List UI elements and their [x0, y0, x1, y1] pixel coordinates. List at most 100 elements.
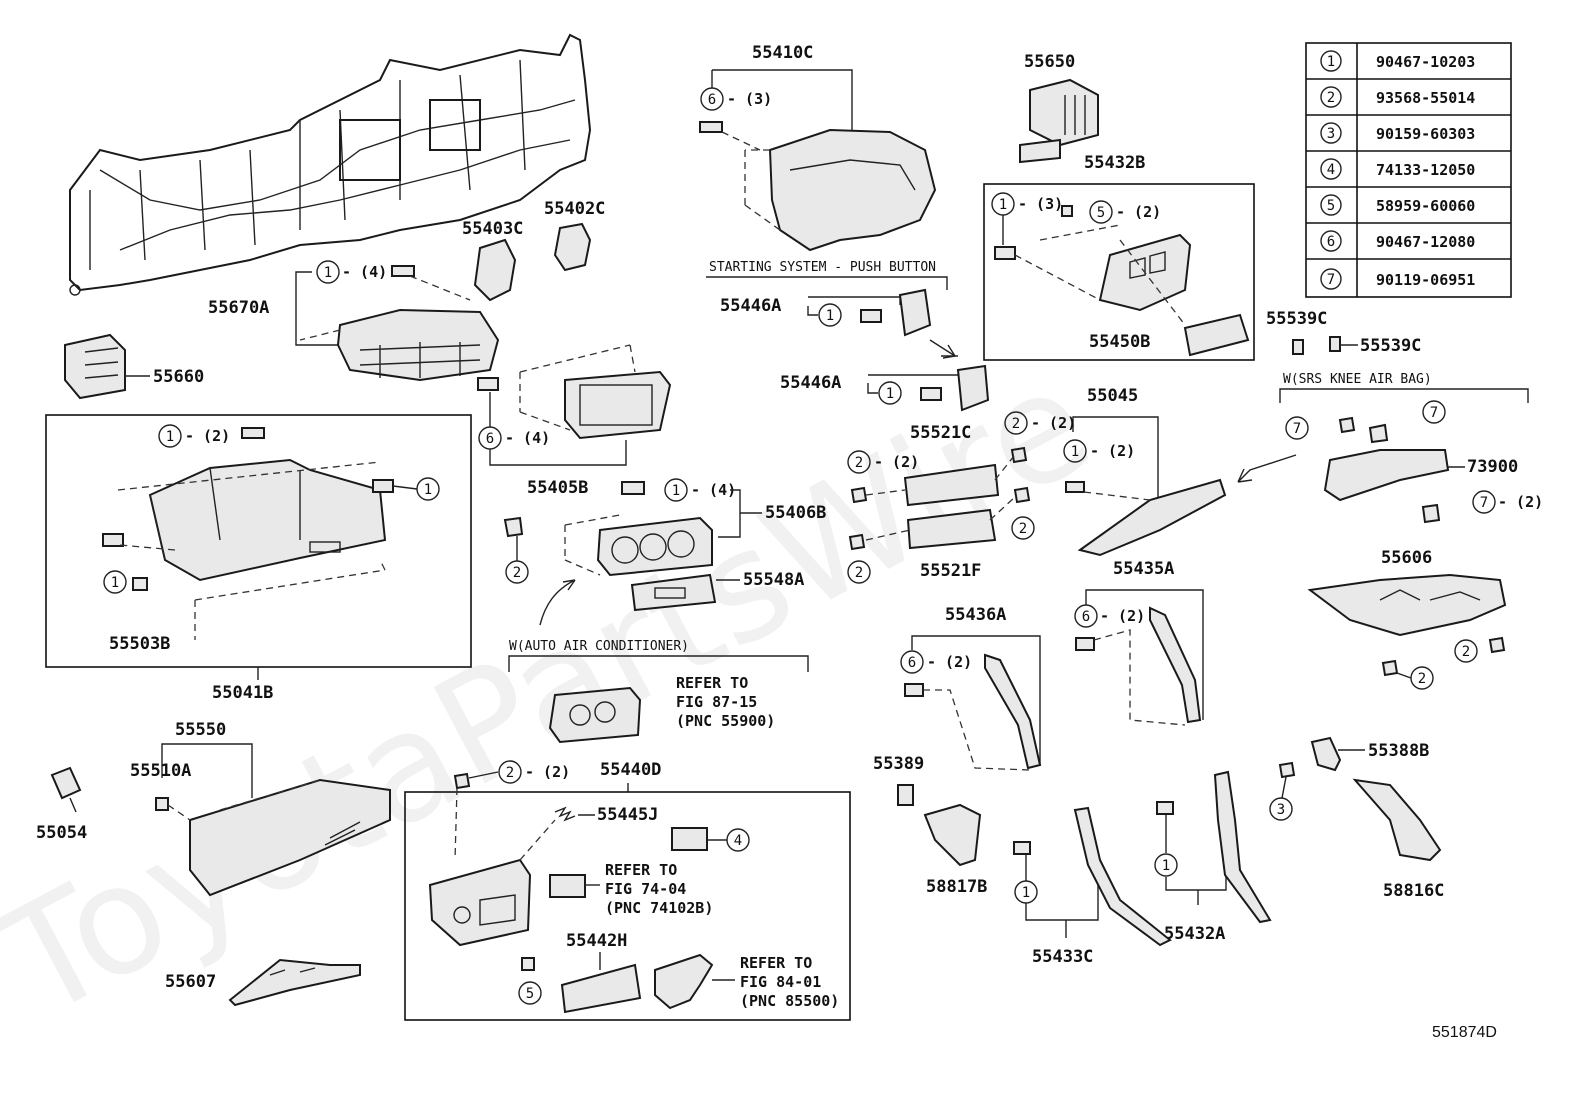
table-row: 1 90467-10203 [1320, 50, 1475, 72]
label-55405B: 55405B [527, 478, 588, 498]
part-55539C-group: 55539C 55539C [1266, 309, 1421, 356]
part-55660-group: 55660 [64, 333, 204, 400]
refer-line-2: FIG 84-01 [740, 973, 821, 991]
label-73900: 73900 [1467, 457, 1518, 477]
callout-1: 1 [886, 386, 894, 402]
refer-line-2: FIG 87-15 [676, 693, 757, 711]
refer-line-3: (PNC 74102B) [605, 899, 713, 917]
callout-1: 1 [111, 575, 119, 591]
callout-1: 1 [672, 483, 680, 499]
label-55402C: 55402C [544, 199, 605, 219]
qty-note: - (2) [874, 453, 919, 471]
label-55450B: 55450B [1089, 332, 1150, 352]
table-ref: 6 [1327, 234, 1335, 250]
qty-note: - (2) [1031, 414, 1076, 432]
label-55389: 55389 [873, 754, 924, 774]
part-55440D-group: 55440D 2 - (2) 55445J 4 REFER TO FIG 74-… [404, 760, 851, 1021]
label-55660: 55660 [153, 367, 204, 387]
label-55435A: 55435A [1113, 559, 1174, 579]
part-58817B-group: 55389 58817B [873, 754, 987, 897]
part-55607-group: 55607 [165, 958, 361, 1007]
part-55406B-group: 1 - (4) 55406B 55548A [539, 478, 826, 626]
table-part-number: 74133-12050 [1376, 161, 1475, 179]
label-55650: 55650 [1024, 52, 1075, 72]
part-55446A-top-group: 55446A 1 [720, 288, 958, 359]
qty-note: - (4) [342, 263, 387, 281]
part-55670A-group: 55670A 1 - (4) [208, 260, 500, 382]
refer-line-3: (PNC 85500) [740, 992, 839, 1010]
label-55436A: 55436A [945, 605, 1006, 625]
table-ref: 4 [1327, 162, 1335, 178]
callout-2: 2 [1418, 671, 1426, 687]
label-55433C: 55433C [1032, 947, 1093, 967]
table-row: 2 93568-55014 [1320, 86, 1475, 108]
qty-note: - (3) [727, 90, 772, 108]
callout-7: 7 [1480, 495, 1488, 511]
part-58816C-group: 55388B 3 58816C [1269, 736, 1444, 901]
callout-6: 6 [708, 92, 716, 108]
header-push-button: STARTING SYSTEM - PUSH BUTTON [709, 260, 936, 275]
label-55054: 55054 [36, 823, 87, 843]
label-55510A: 55510A [130, 761, 191, 781]
label-55432A: 55432A [1164, 924, 1225, 944]
auto-ac-group: W(AUTO AIR CONDITIONER) REFER TO FIG 87-… [508, 639, 809, 744]
qty-note: - (2) [1100, 607, 1145, 625]
refer-line-1: REFER TO [676, 674, 748, 692]
part-55410C-group: 55410C 6 - (3) [699, 43, 937, 252]
table-part-number: 90467-12080 [1376, 233, 1475, 251]
part-55045-group: 55045 1 - (2) [1063, 386, 1227, 557]
qty-note: - (4) [691, 481, 736, 499]
label-55607: 55607 [165, 972, 216, 992]
label-55388B: 55388B [1368, 741, 1429, 761]
label-55403C: 55403C [462, 219, 523, 239]
callout-2: 2 [1012, 416, 1020, 432]
header-knee-airbag: W(SRS KNEE AIR BAG) [1283, 372, 1432, 387]
label-55521C: 55521C [910, 423, 971, 443]
callout-2: 2 [506, 765, 514, 781]
label-55446A-1: 55446A [720, 296, 781, 316]
callout-7: 7 [1430, 405, 1438, 421]
label-55045: 55045 [1087, 386, 1138, 406]
part-55436A-group: 55436A 6 - (2) [900, 605, 1042, 771]
table-part-number: 58959-60060 [1376, 197, 1475, 215]
diagram-id: 551874D [1432, 1024, 1497, 1041]
label-55548A: 55548A [743, 570, 804, 590]
callout-1: 1 [826, 308, 834, 324]
label-55442H: 55442H [566, 931, 627, 951]
callout-1: 1 [999, 197, 1007, 213]
qty-note: - (2) [525, 763, 570, 781]
qty-note: - (3) [1018, 195, 1063, 213]
part-55403C-drawing [473, 238, 517, 302]
callout-6: 6 [486, 431, 494, 447]
callout-1: 1 [424, 482, 432, 498]
push-button-header: STARTING SYSTEM - PUSH BUTTON [706, 260, 948, 290]
callout-5: 5 [1097, 205, 1105, 221]
qty-note: - (2) [1116, 203, 1161, 221]
label-55440D: 55440D [600, 760, 661, 780]
callout-7: 7 [1293, 421, 1301, 437]
label-55539C-2: 55539C [1360, 336, 1421, 356]
label-55406B: 55406B [765, 503, 826, 523]
table-row: 3 90159-60303 [1320, 122, 1475, 144]
callout-5: 5 [526, 986, 534, 1002]
callout-4: 4 [734, 833, 742, 849]
part-55402C-drawing [553, 222, 592, 272]
label-55432B: 55432B [1084, 153, 1145, 173]
callout-6: 6 [1082, 609, 1090, 625]
qty-note: - (4) [505, 429, 550, 447]
label-55445J: 55445J [597, 805, 658, 825]
part-55450B-group: 1 - (3) 5 - (2) 55450B [983, 183, 1255, 361]
part-55521-group: 55521C 2 - (2) 2 - (2) 2 2 55521F [847, 411, 1076, 584]
callout-2: 2 [1019, 521, 1027, 537]
table-part-number: 90467-10203 [1376, 53, 1475, 71]
label-55550: 55550 [175, 720, 226, 740]
label-55521F: 55521F [920, 561, 981, 581]
qty-note: - (2) [1090, 442, 1135, 460]
table-row: 6 90467-12080 [1320, 230, 1475, 252]
fastener-table: 1 90467-10203 2 93568-55014 3 90159-6030… [1305, 42, 1512, 298]
callout-1: 1 [1071, 444, 1079, 460]
qty-note: - (2) [927, 653, 972, 671]
table-row: 4 74133-12050 [1320, 158, 1475, 180]
